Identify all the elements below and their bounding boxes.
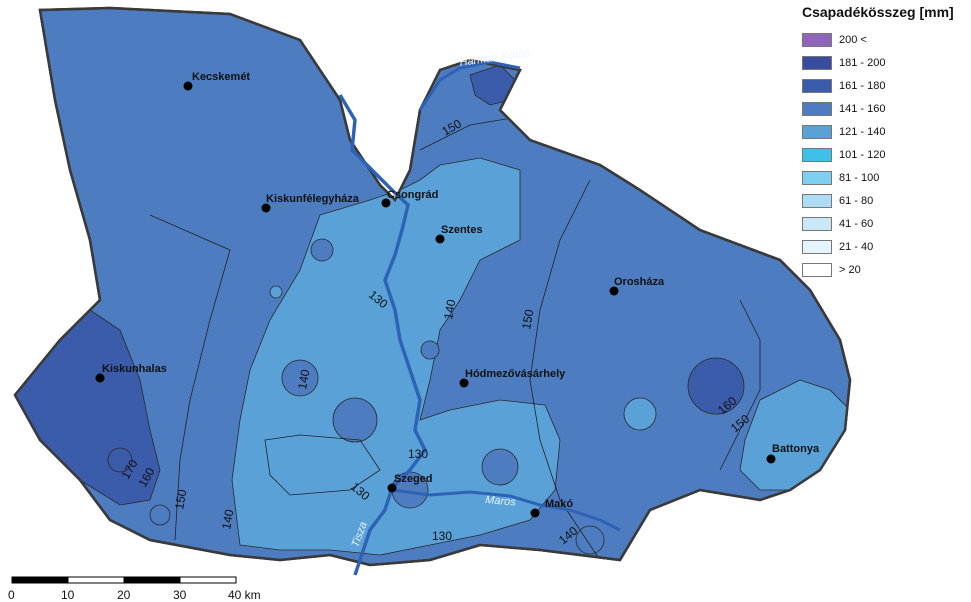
legend-item: 41 - 60 — [802, 212, 967, 235]
legend-label: 121 - 140 — [839, 125, 886, 138]
scale-tick-0: 0 — [8, 588, 15, 602]
city-kiskunfelegyhaza: Kiskunfélegyháza — [261, 193, 360, 213]
legend-swatch — [802, 78, 832, 93]
zone-island-7 — [420, 340, 440, 360]
legend-item: 61 - 80 — [802, 189, 967, 212]
city-csongrad: Csongrád — [381, 189, 438, 208]
zone-island-11 — [575, 525, 605, 555]
legend-swatch — [802, 239, 832, 254]
city-label-szeged: Szeged — [394, 473, 433, 485]
legend-swatch — [802, 32, 832, 47]
city-szentes: Szentes — [435, 224, 483, 244]
river-tisza — [338, 94, 428, 576]
legend-title: Csapadékösszeg [mm] — [802, 4, 954, 20]
legend-label: 81 - 100 — [839, 171, 880, 184]
zone-island-4 — [332, 397, 378, 443]
zone-island-6 — [623, 397, 657, 431]
legend-label: 61 - 80 — [839, 194, 874, 207]
river-maros — [391, 488, 621, 532]
legend-label: 41 - 60 — [839, 217, 874, 230]
city-label-kecskemet: Kecskemét — [192, 71, 250, 83]
zone-161-180-east — [687, 357, 745, 415]
legend: Csapadékösszeg [mm] 200 < 181 - 200 161 - … — [802, 4, 967, 281]
legend-swatch — [802, 101, 832, 116]
contour-label-140-a: 140 — [441, 298, 458, 320]
city-label-hodmezovasarhely: Hódmezővásárhely — [465, 368, 566, 380]
river-harmas-koros — [418, 60, 521, 111]
legend-swatch — [802, 216, 832, 231]
city-label-kiskunhalas: Kiskunhalas — [102, 363, 167, 375]
zone-island-3 — [281, 359, 319, 397]
contour-line-150-west — [149, 214, 231, 541]
contour-label-150-east: 150 — [519, 308, 536, 330]
city-kiskunhalas: Kiskunhalas — [95, 363, 167, 383]
legend-swatch — [802, 262, 832, 277]
contour-label-130-d: 130 — [432, 529, 452, 543]
legend-label: 101 - 120 — [839, 148, 886, 161]
legend-item: > 20 — [802, 258, 967, 281]
zone-island-10 — [107, 447, 133, 473]
city-szeged: Szeged — [387, 473, 433, 493]
legend-label: 21 - 40 — [839, 240, 874, 253]
zone-island-9 — [149, 504, 171, 526]
city-mako: Makó — [530, 498, 573, 518]
city-oroshaza: Orosháza — [609, 276, 665, 296]
contour-label-140-c: 140 — [219, 508, 236, 530]
city-label-oroshaza: Orosháza — [614, 276, 665, 288]
legend-items: 200 < 181 - 200 161 - 180 141 - 160 121 - 14… — [802, 28, 967, 281]
contour-line-150-southeast — [719, 299, 761, 471]
legend-item: 200 < — [802, 28, 967, 51]
legend-swatch — [802, 147, 832, 162]
legend-item: 101 - 120 — [802, 143, 967, 166]
legend-label: 181 - 200 — [839, 56, 886, 69]
scale-bar: 0 10 20 30 40 km — [8, 576, 261, 602]
scale-tick-20: 20 — [117, 588, 131, 602]
zone-island-2 — [269, 285, 283, 299]
legend-item: 141 - 160 — [802, 97, 967, 120]
legend-item: 161 - 180 — [802, 74, 967, 97]
legend-label: 141 - 160 — [839, 102, 886, 115]
legend-label: > 20 — [839, 263, 861, 276]
contour-line-130 — [264, 434, 381, 496]
scale-tick-10: 10 — [61, 588, 75, 602]
legend-swatch — [802, 193, 832, 208]
legend-swatch — [802, 124, 832, 139]
zone-island-1 — [310, 238, 334, 262]
legend-item: 81 - 100 — [802, 166, 967, 189]
county-boundary — [13, 6, 852, 567]
city-label-kiskunfelegyhaza: Kiskunfélegyháza — [266, 193, 360, 205]
legend-swatch — [802, 170, 832, 185]
legend-item: 181 - 200 — [802, 51, 967, 74]
city-label-battonya: Battonya — [772, 443, 820, 455]
legend-item: 121 - 140 — [802, 120, 967, 143]
city-label-szentes: Szentes — [441, 224, 483, 236]
legend-label: 161 - 180 — [839, 79, 886, 92]
contour-label-140-b: 140 — [295, 368, 312, 390]
scale-tick-30: 30 — [173, 588, 187, 602]
city-label-mako: Makó — [545, 498, 573, 510]
city-battonya: Battonya — [766, 443, 820, 464]
city-kecskemet: Kecskemét — [183, 71, 250, 91]
legend-item: 21 - 40 — [802, 235, 967, 258]
legend-label: 200 < — [839, 33, 867, 46]
city-label-csongrad: Csongrád — [387, 189, 438, 201]
city-hodmezovasarhely: Hódmezővásárhely — [459, 368, 566, 388]
zone-island-5 — [481, 448, 519, 486]
legend-swatch — [802, 55, 832, 70]
river-label-maros: Maros — [485, 494, 517, 509]
contour-label-150-west: 150 — [172, 488, 189, 510]
contour-line-150-east — [529, 179, 601, 561]
contour-label-130-b: 130 — [408, 447, 428, 461]
scale-tick-40: 40 km — [228, 588, 261, 602]
